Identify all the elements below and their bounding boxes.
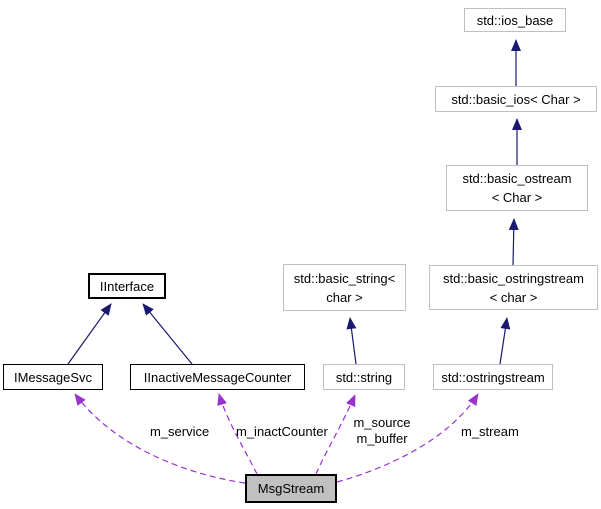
node-label: std::basic_ios< Char > xyxy=(451,91,581,107)
edge-label-m-stream: m_stream xyxy=(461,424,519,439)
node-std-basic-string: std::basic_string< char > xyxy=(283,264,406,311)
node-iinterface[interactable]: IInterface xyxy=(88,273,166,299)
node-label: std::string xyxy=(335,369,393,385)
node-msgstream: MsgStream xyxy=(245,474,337,503)
node-imessagesvc[interactable]: IMessageSvc xyxy=(3,364,103,390)
node-label: std::ostringstream xyxy=(441,369,545,385)
node-label: std::ios_base xyxy=(476,12,554,28)
node-label: std::basic_ostringstream < char > xyxy=(443,270,584,305)
edge-label-m-source-m-buffer: m_source m_buffer xyxy=(353,415,411,446)
node-label: std::basic_string< char > xyxy=(293,270,396,305)
node-label: std::basic_ostream < Char > xyxy=(462,171,572,205)
node-std-basic-ios: std::basic_ios< Char > xyxy=(435,86,597,112)
node-label: IInactiveMessageCounter xyxy=(143,369,292,385)
node-std-basic-ostringstream: std::basic_ostringstream < char > xyxy=(429,265,598,310)
node-std-string: std::string xyxy=(323,364,405,390)
node-std-ostringstream: std::ostringstream xyxy=(433,364,553,390)
node-label: IMessageSvc xyxy=(13,369,93,385)
node-label: IInterface xyxy=(99,278,155,294)
node-std-basic-ostream: std::basic_ostream < Char > xyxy=(446,165,588,211)
inheritance-arrows xyxy=(67,39,522,365)
edge-label-m-service: m_service xyxy=(150,424,210,439)
edge-label-m-inactcounter: m_inactCounter xyxy=(236,424,328,439)
node-label: MsgStream xyxy=(257,481,325,496)
node-iinactivemessagecounter[interactable]: IInactiveMessageCounter xyxy=(130,364,305,390)
member-arrows xyxy=(74,393,479,484)
node-std-ios-base: std::ios_base xyxy=(464,8,566,32)
